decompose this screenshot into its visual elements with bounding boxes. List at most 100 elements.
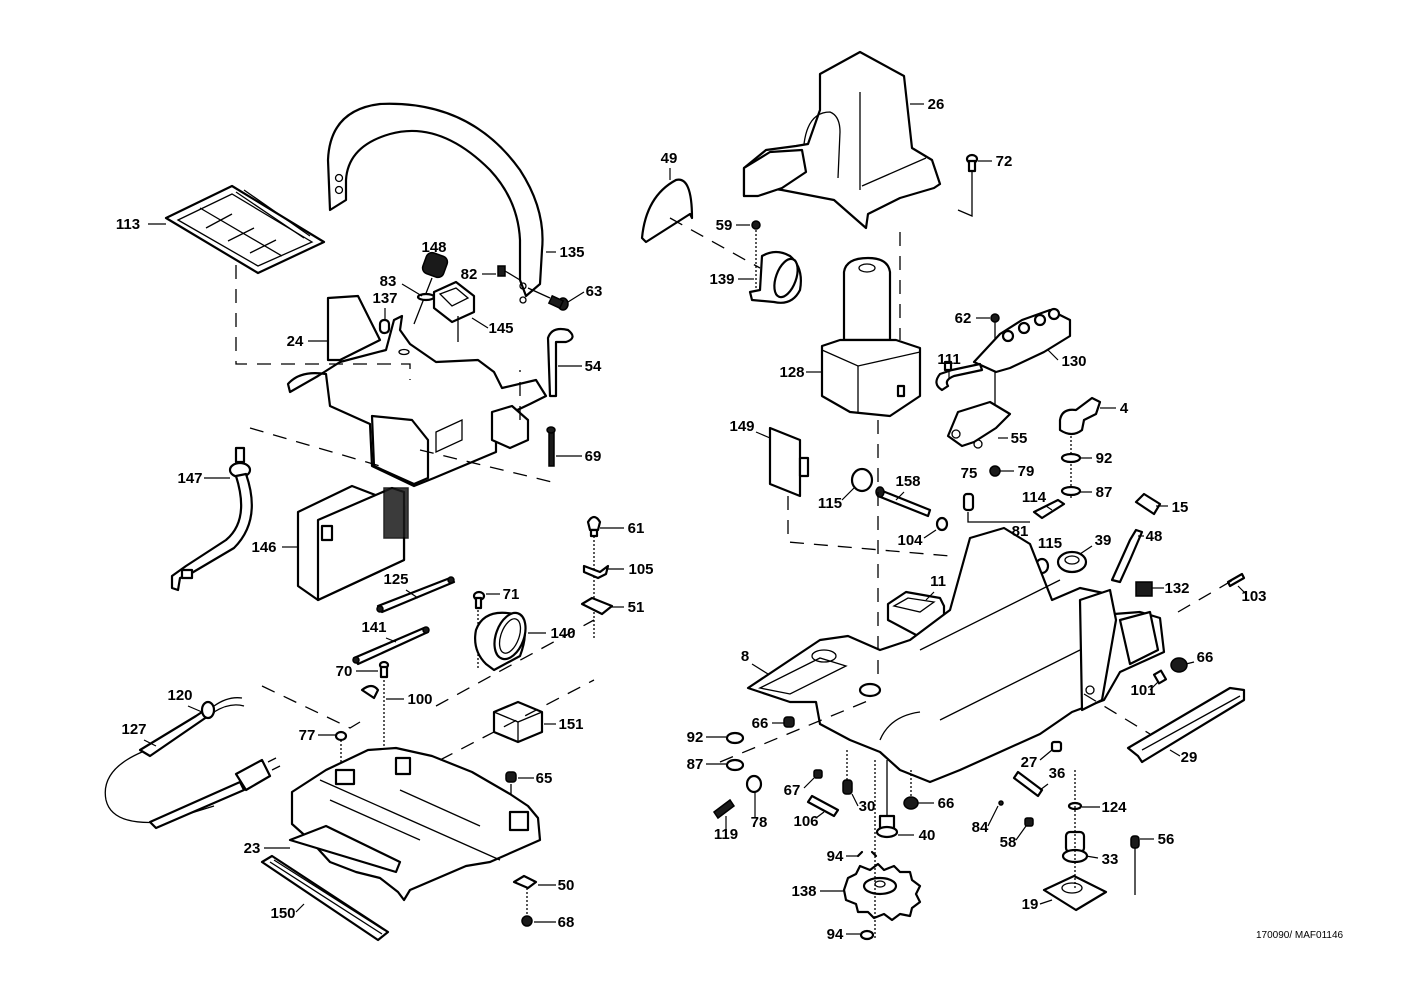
part-number-label: 59 bbox=[716, 217, 733, 234]
part-119-spring bbox=[712, 798, 736, 820]
part-138-gear bbox=[842, 862, 922, 922]
part-number-label: 61 bbox=[628, 520, 645, 537]
part-146-circuit-board bbox=[296, 484, 409, 602]
part-87-washer-upper bbox=[1060, 485, 1082, 497]
callout-29: 29 bbox=[1169, 749, 1197, 766]
part-number-label: 49 bbox=[661, 150, 678, 167]
part-number-label: 24 bbox=[287, 333, 304, 350]
part-number-label: 77 bbox=[299, 727, 316, 744]
assembly-guides-left bbox=[235, 265, 595, 761]
leader-line bbox=[405, 589, 419, 599]
part-58-screw bbox=[1024, 817, 1034, 827]
part-158-bolt bbox=[875, 486, 932, 518]
part-number-label: 100 bbox=[407, 691, 432, 708]
leader-line bbox=[187, 705, 203, 713]
part-number-label: 40 bbox=[919, 827, 936, 844]
part-number-label: 138 bbox=[791, 883, 816, 900]
part-84-pin bbox=[998, 800, 1004, 806]
callout-66b: 66 bbox=[1185, 649, 1213, 666]
part-66-screw-right-upper bbox=[1170, 657, 1188, 673]
leader-line bbox=[751, 663, 769, 675]
part-number-label: 158 bbox=[895, 473, 920, 490]
part-49-guard bbox=[640, 178, 694, 244]
part-113-vent-grille bbox=[164, 184, 326, 275]
part-number-label: 137 bbox=[372, 290, 397, 307]
callout-115a: 115 bbox=[818, 487, 855, 512]
leader-line bbox=[1149, 681, 1159, 691]
callout-56: 56 bbox=[1140, 831, 1174, 848]
callout-66c: 66 bbox=[918, 795, 954, 812]
part-50-clip bbox=[512, 874, 538, 890]
leader-line bbox=[1237, 585, 1247, 595]
part-number-label: 65 bbox=[536, 770, 553, 787]
callout-24: 24 bbox=[287, 333, 328, 350]
part-number-label: 127 bbox=[121, 721, 146, 738]
callout-147: 147 bbox=[177, 470, 230, 487]
callout-100: 100 bbox=[386, 691, 433, 708]
callout-11: 11 bbox=[925, 573, 946, 601]
part-150-strip bbox=[260, 854, 390, 942]
callout-40: 40 bbox=[898, 827, 935, 844]
part-103-spring bbox=[1226, 572, 1246, 588]
callout-106: 106 bbox=[793, 811, 825, 830]
callout-65: 65 bbox=[518, 770, 552, 787]
part-number-label: 58 bbox=[1000, 834, 1017, 851]
callout-149: 149 bbox=[729, 418, 771, 439]
callout-135: 135 bbox=[546, 244, 585, 261]
part-number-label: 145 bbox=[488, 320, 513, 337]
part-115-bushing-left bbox=[850, 467, 874, 493]
part-132-switch bbox=[1135, 581, 1153, 597]
part-number-label: 113 bbox=[116, 216, 140, 233]
callout-70: 70 bbox=[336, 663, 378, 680]
leader-line bbox=[1079, 545, 1093, 555]
callout-127: 127 bbox=[121, 721, 157, 747]
callout-158: 158 bbox=[895, 473, 921, 501]
part-106-spring bbox=[806, 794, 840, 818]
part-number-label: 26 bbox=[928, 96, 945, 113]
callout-104: 104 bbox=[897, 529, 937, 549]
leader-line bbox=[567, 291, 585, 303]
part-number-label: 124 bbox=[1101, 799, 1127, 816]
part-number-label: 111 bbox=[937, 351, 960, 368]
part-number-label: 70 bbox=[336, 663, 353, 680]
callout-36: 36 bbox=[1039, 765, 1066, 791]
part-number-label: 149 bbox=[729, 418, 754, 435]
part-55-bracket bbox=[946, 400, 1012, 449]
part-number-label: 19 bbox=[1022, 896, 1039, 913]
part-61-screw bbox=[586, 515, 602, 640]
part-number-label: 148 bbox=[421, 239, 446, 256]
callout-138: 138 bbox=[791, 883, 844, 900]
callout-105: 105 bbox=[606, 561, 654, 578]
part-number-label: 75 bbox=[961, 465, 978, 482]
leader-line bbox=[143, 739, 157, 747]
part-94-clip-upper bbox=[856, 850, 878, 858]
callout-146: 146 bbox=[251, 539, 298, 556]
part-125-wire bbox=[376, 576, 456, 614]
part-number-label: 92 bbox=[687, 729, 704, 746]
part-number-label: 78 bbox=[751, 814, 768, 831]
leader-line bbox=[895, 491, 905, 501]
part-number-label: 23 bbox=[244, 840, 261, 857]
callout-23: 23 bbox=[244, 840, 290, 857]
callout-48: 48 bbox=[1138, 528, 1162, 545]
part-number-label: 115 bbox=[818, 495, 842, 512]
part-19-base-plate bbox=[1042, 874, 1108, 912]
part-number-label: 139 bbox=[709, 271, 734, 288]
part-36-pin bbox=[1012, 770, 1044, 798]
callout-68: 68 bbox=[534, 914, 574, 931]
part-68-screw bbox=[521, 888, 533, 927]
part-87-washer-lower bbox=[725, 758, 745, 772]
part-number-label: 84 bbox=[972, 819, 989, 836]
part-number-label: 36 bbox=[1049, 765, 1066, 782]
callout-78: 78 bbox=[751, 792, 768, 831]
part-128-motor bbox=[820, 256, 922, 418]
part-56-screw bbox=[1130, 835, 1140, 895]
part-94-clip-lower bbox=[859, 929, 875, 941]
part-135-handle bbox=[326, 102, 544, 304]
part-number-label: 94 bbox=[827, 926, 844, 943]
part-51-bracket bbox=[580, 596, 614, 616]
callout-8: 8 bbox=[741, 648, 769, 675]
part-8-main-base bbox=[746, 526, 1166, 784]
part-92-washer-upper bbox=[1060, 452, 1082, 464]
callout-151: 151 bbox=[544, 716, 584, 733]
